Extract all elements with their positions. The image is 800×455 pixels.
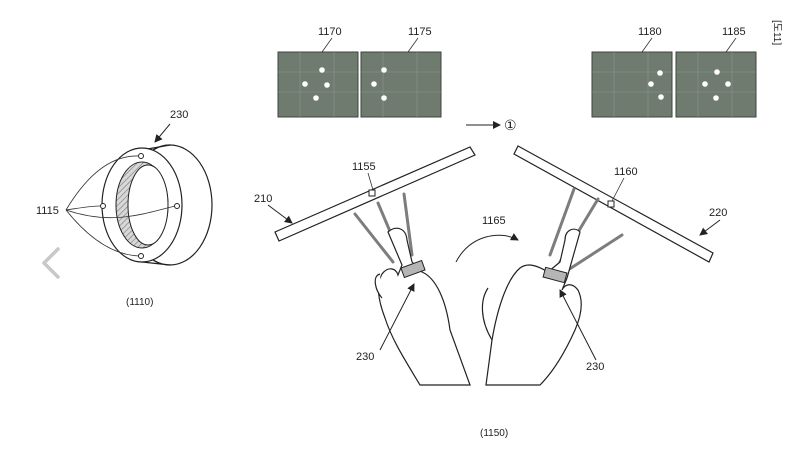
- label-bar-210: 210: [254, 193, 272, 205]
- label-sensor-1185: 1185: [722, 26, 746, 38]
- sensor-image-1180: 1180: [591, 26, 673, 118]
- sensor-image-1175: 1175: [360, 26, 442, 118]
- label-point-1160: 1160: [614, 166, 638, 178]
- caption-1110: (1110): [126, 297, 153, 308]
- bar-220: 1160 220: [513, 145, 727, 263]
- caption-1150: (1150): [480, 428, 508, 439]
- ring-device-230: 230 1115 (1110): [36, 109, 213, 308]
- ring-contact-3: [174, 203, 180, 209]
- label-bar-220: 220: [709, 207, 727, 219]
- ring-band-left: [400, 259, 426, 279]
- ring-contact-1: [138, 153, 144, 159]
- ring-hole: [127, 164, 169, 246]
- label-sensor-1170: 1170: [318, 26, 342, 38]
- side-mark: [도11]: [771, 20, 782, 45]
- sensor-image-1170: 1170: [277, 26, 359, 118]
- hand-right: 230: [481, 228, 604, 386]
- label-hand-right-230: 230: [586, 361, 604, 373]
- label-hand-left-230: 230: [356, 351, 374, 363]
- ring-contact-4: [138, 253, 144, 259]
- hand-left: 230: [356, 227, 471, 386]
- label-point-1155: 1155: [352, 161, 376, 173]
- label-ring-230: 230: [170, 109, 188, 121]
- label-sensor-1180: 1180: [638, 26, 662, 38]
- ring-band-right: [542, 266, 568, 284]
- curved-arrow-icon: [455, 233, 519, 263]
- ring-contact-2: [100, 203, 106, 209]
- step-circle-label: ①: [504, 117, 517, 133]
- sensor-image-1185: 1185: [675, 26, 757, 118]
- chevron-left-icon[interactable]: [36, 243, 68, 283]
- bar-210: 210 1155: [254, 146, 476, 242]
- label-contacts-1115: 1115: [36, 205, 59, 217]
- label-sensor-1175: 1175: [408, 26, 432, 38]
- label-rotation-1165: 1165: [482, 215, 506, 227]
